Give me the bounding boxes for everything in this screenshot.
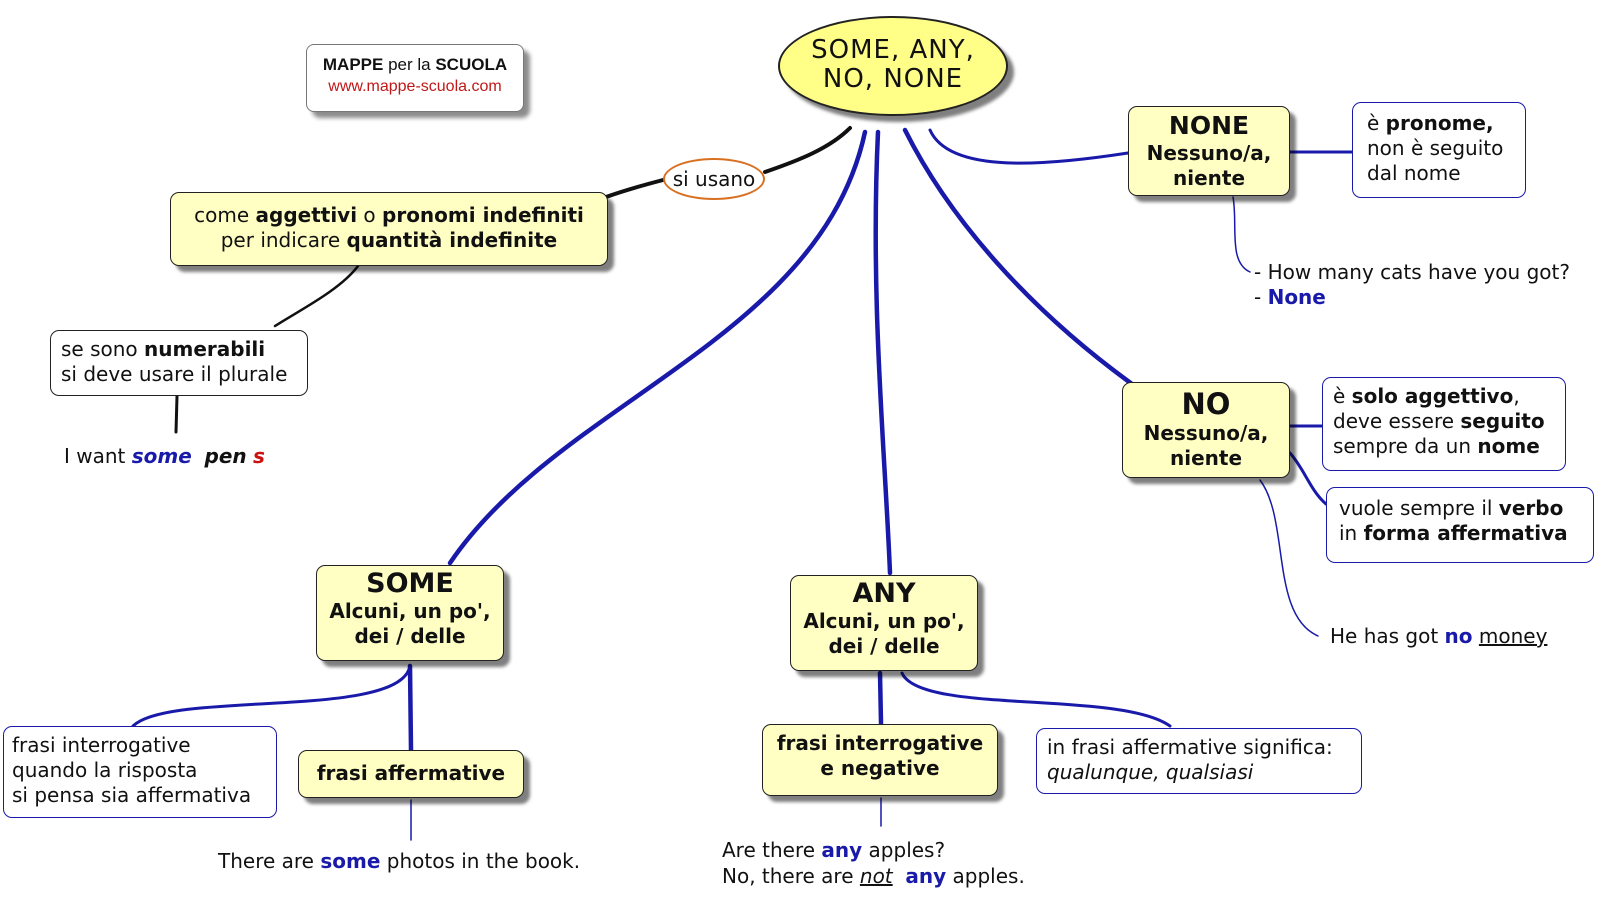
connector-topic-to-none: [928, 128, 1130, 165]
connector-none-to-example: [1232, 196, 1251, 273]
main-topic-line1: SOME, ANY,: [811, 35, 975, 65]
brand-name: MAPPE per la SCUOLA: [322, 55, 508, 74]
main-topic: SOME, ANY, NO, NONE: [778, 16, 1008, 116]
connector-topic-to-some: [447, 129, 868, 566]
none-node: NONE Nessuno/a, niente: [1128, 106, 1290, 196]
connector-definition-to-numerabili: [273, 264, 360, 328]
any-interrog-neg-node: frasi interrogative e negative: [762, 724, 998, 796]
connector-any-to-interrog-neg: [877, 670, 884, 726]
link-label: si usano: [663, 158, 765, 200]
connector-some-to-affirmative: [407, 663, 414, 753]
none-example: - How many cats have you got? - None: [1254, 260, 1570, 309]
some-affirmative-node: frasi affermative: [298, 750, 524, 798]
no-note-solo-aggettivo: è solo aggettivo, deve essere seguito se…: [1322, 377, 1566, 471]
some-node: SOME Alcuni, un po', dei / delle: [316, 565, 504, 661]
some-example: There are some photos in the book.: [218, 849, 581, 873]
definition-node: come aggettivi o pronomi indefiniti per …: [170, 192, 608, 266]
some-interrogative-node: frasi interrogative quando la risposta s…: [3, 726, 277, 818]
no-note-verbo: vuole sempre il verbo in forma affermati…: [1326, 487, 1594, 563]
connector-some-to-interrogative: [131, 664, 412, 728]
numerabili-node: se sono numerabili si deve usare il plur…: [50, 330, 308, 396]
connector-no-to-example: [1259, 479, 1319, 637]
any-example: Are there any apples? No, there are not …: [722, 838, 1025, 888]
main-topic-line2: NO, NONE: [822, 64, 964, 94]
any-node: ANY Alcuni, un po', dei / delle: [790, 575, 978, 671]
connector-numerabili-to-example: [174, 394, 179, 434]
connector-any-to-affirmative: [900, 671, 1172, 728]
connector-topic-to-no: [902, 127, 1135, 387]
any-affirmative-node: in frasi affermative significa: qualunqu…: [1036, 728, 1362, 794]
connector-label-to-definition: [604, 178, 665, 199]
brand-url[interactable]: www.mappe-scuola.com: [328, 78, 502, 95]
none-note: è pronome, non è seguito dal nome: [1352, 102, 1526, 198]
example-pens: I want some pen s: [64, 444, 265, 468]
brand-box: MAPPE per la SCUOLA www.mappe-scuola.com: [306, 44, 524, 112]
no-example: He has got no money: [1330, 624, 1548, 648]
connector-topic-to-label: [763, 126, 852, 174]
connector-no-to-note2: [1288, 451, 1328, 506]
connector-topic-to-any: [873, 129, 893, 576]
no-node: NO Nessuno/a, niente: [1122, 382, 1290, 478]
